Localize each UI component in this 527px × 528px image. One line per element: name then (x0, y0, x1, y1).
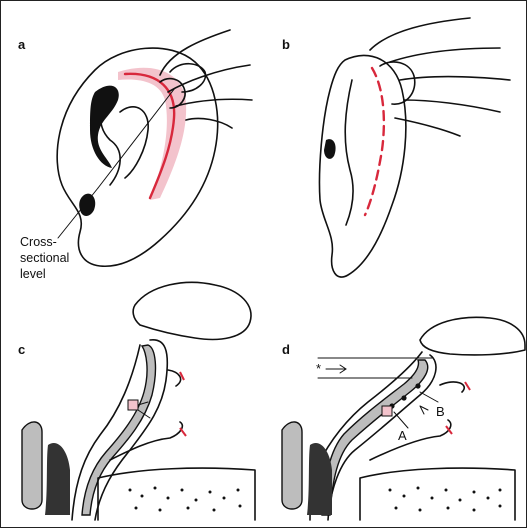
concha-shadow-b (324, 139, 336, 159)
panel-c-letter: c (18, 342, 25, 357)
auricle-skin-c (94, 339, 169, 521)
thumb-b (379, 61, 416, 105)
caption-line-1: Cross- (20, 235, 57, 249)
auricle-skin-inner-c (71, 344, 141, 521)
panel-b-letter: b (282, 37, 290, 52)
canal-shadow-c (45, 442, 70, 515)
star-arrow (325, 364, 347, 374)
suture-c (127, 399, 139, 411)
tragus-shadow-a (79, 193, 96, 216)
concha-shadow-a (90, 85, 119, 168)
bone-floor-d (359, 467, 516, 521)
finger-c (132, 281, 252, 341)
red-edge-d-1 (464, 381, 471, 391)
tissue-fold-c (109, 369, 184, 461)
suture-threads-c (137, 401, 151, 419)
caption-line-3: level (20, 267, 46, 281)
panel-d-letter: d (282, 342, 290, 357)
leader-B (419, 391, 439, 415)
helix-pink-band-a (118, 67, 187, 200)
cross-section-line-a (97, 87, 176, 189)
red-edge-d-2 (445, 425, 453, 435)
panel-d: d * A B (281, 316, 526, 521)
fingers-a (159, 29, 253, 129)
red-edge-c-2 (179, 427, 187, 437)
cross-section-leader-a (57, 187, 99, 239)
suture-d (381, 405, 393, 417)
inner-helix-b (344, 79, 354, 226)
star-marker: * (316, 361, 321, 376)
canal-shadow-d (307, 442, 332, 515)
bone-dots-c (128, 486, 242, 512)
bone-floor-c (97, 467, 256, 521)
auricle-skin-d (327, 354, 437, 521)
fingers-b (369, 17, 511, 137)
cartilage-c (81, 344, 157, 516)
finger-d (419, 316, 526, 356)
panel-b: b (282, 17, 511, 278)
label-A: A (398, 428, 407, 443)
red-edge-c-1 (179, 371, 185, 381)
bone-dots-d (388, 486, 502, 512)
panel-a-letter: a (18, 37, 26, 52)
left-cartilage-d (281, 421, 303, 510)
incision-line-a (123, 72, 176, 200)
cartilage-d (321, 359, 429, 516)
concha-a (119, 106, 149, 179)
ear-outline-b (318, 54, 407, 278)
incision-dashed-b (363, 66, 386, 217)
panel-c: c (18, 281, 256, 521)
tissue-fold-d (369, 381, 465, 461)
thumb-a (159, 77, 186, 109)
label-B: B (436, 404, 445, 419)
left-cartilage-c (21, 421, 43, 510)
leader-A (393, 411, 409, 429)
ear-outline-a (56, 47, 219, 268)
caption-line-2: sectional (20, 251, 69, 265)
panel-a: a Cross- sectional level (18, 29, 253, 281)
